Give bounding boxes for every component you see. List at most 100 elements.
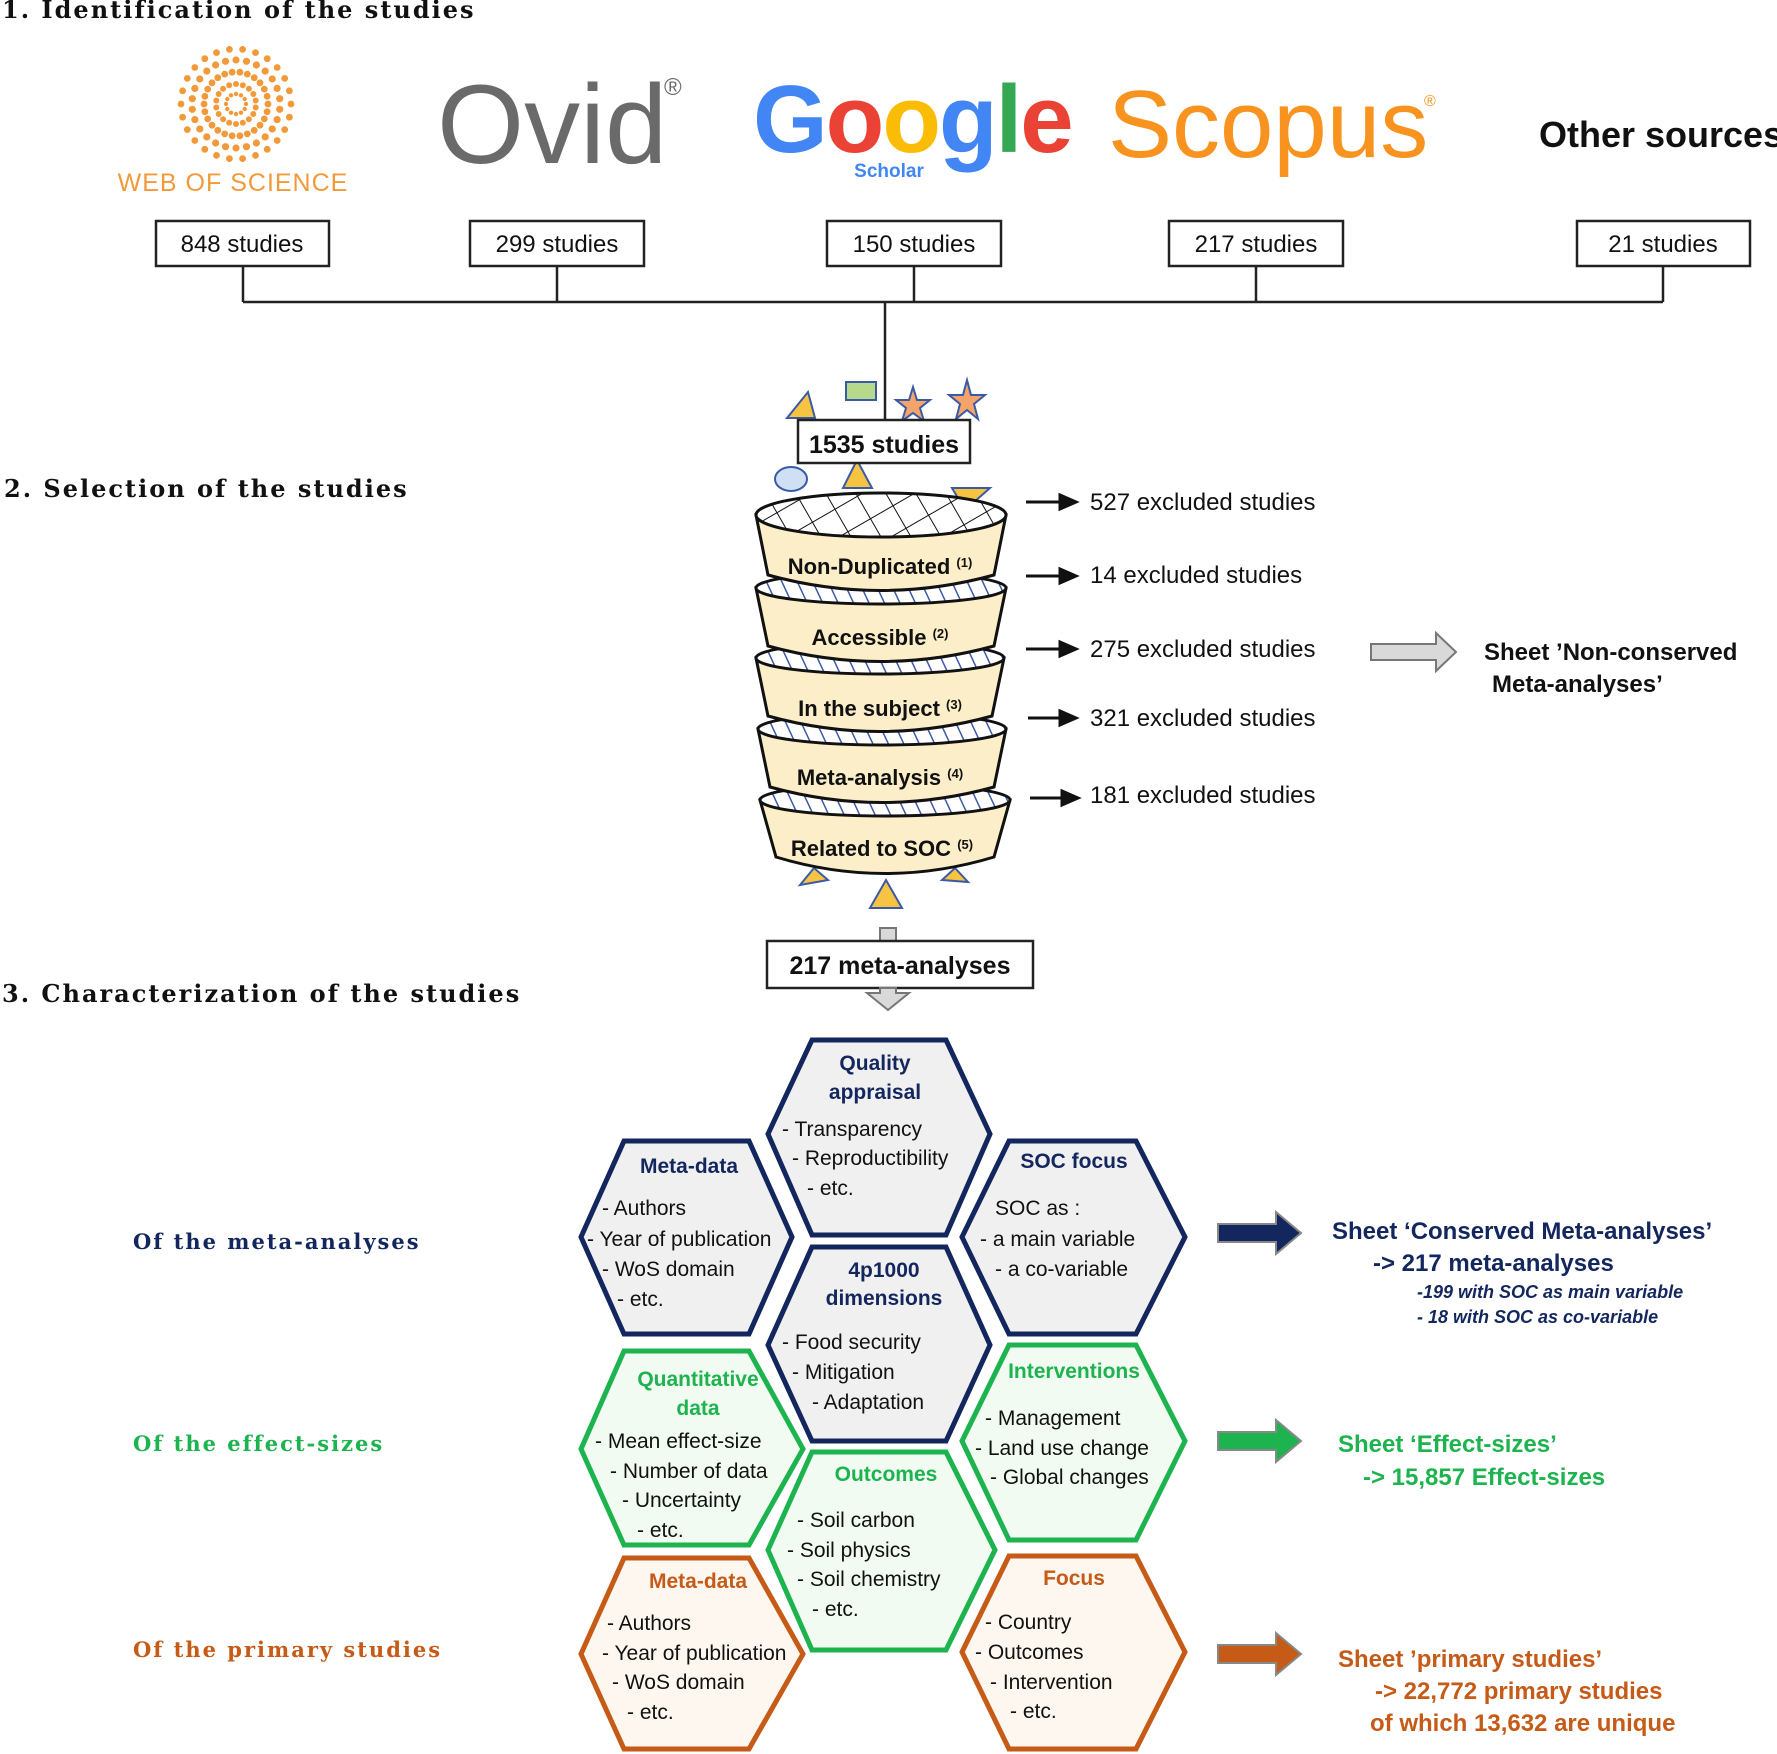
web-of-science-logo: WEB OF SCIENCE [118,46,347,197]
wos-logo-dot [220,85,227,92]
wos-logo-dot [212,139,220,147]
meta-output-line1: Sheet ‘Conserved Meta-analyses’ [1332,1218,1712,1245]
wos-logo-dot [252,139,260,147]
meta-output-line3: -199 with SOC as main variable [1417,1282,1683,1302]
wos-logo-dot [242,143,251,151]
focus-item-1: - Country [985,1611,1072,1634]
soc-title: SOC focus [1020,1150,1127,1173]
level-effect-sizes: Of the effect-sizes [133,1431,384,1456]
wos-logo-dot [261,67,269,75]
outcomes-item-2: - Soil physics [787,1539,911,1562]
sieve-layer-5 [758,798,1012,875]
scholar-label: Scholar [854,161,924,182]
wos-logo-dot [273,116,281,124]
quant-title-1: Quantitative [637,1368,758,1391]
focus-item-2: - Outcomes [975,1641,1084,1664]
wos-logo-dot [215,91,222,97]
primary-output-line2: -> 22,772 primary studies [1375,1678,1662,1705]
wos-logo-dot [233,111,239,117]
wos-logo-dot [226,119,233,126]
wos-logo-dot [223,101,229,107]
ovid-count: 299 studies [496,231,619,258]
wos-logo-dot [191,137,199,144]
wos-logo-dot [263,145,271,153]
wos-logo-dot [226,46,233,53]
meta-output-line2: -> 217 meta-analyses [1373,1250,1614,1277]
quant-item-1: - Mean effect-size [595,1430,762,1453]
interv-item-2: - Land use change [975,1437,1149,1460]
effect-output-line2: -> 15,857 Effect-sizes [1363,1464,1605,1491]
wos-logo-dot [243,130,251,138]
google-wordmark: Google [753,66,1072,173]
total-box [796,418,972,465]
nonconserved-arrow [1370,630,1458,674]
total-count: 1535 studies [809,431,959,459]
wos-logo-dot [179,113,187,121]
hex-outcomes [765,1449,998,1653]
wos-logo-dot [268,125,276,133]
wos-logo-dot [239,155,247,163]
other-sources-label: Other sources [1539,114,1777,155]
hex-primary-meta-data [578,1555,806,1752]
wos-logo-dot [276,95,284,103]
effect-output-arrow [1217,1417,1303,1465]
wos-logo-dot [250,111,257,117]
decorative-shapes [774,376,993,909]
hex-meta-data [578,1138,795,1337]
pmeta-item-2: - Year of publication [602,1642,786,1665]
wos-logo-dot [221,143,230,151]
wos-logo-dot [233,121,239,127]
interv-title: Interventions [1008,1360,1140,1383]
quant-title-2: data [676,1397,720,1420]
filter-5-label: Related to SOC (5) [791,836,973,861]
meta-output-line4: - 18 with SOC as co-variable [1417,1307,1658,1327]
wos-logo-dot [212,61,220,69]
wos-logo-dot [201,92,209,100]
hex-quantitative-data [578,1348,806,1548]
sieve-layer-3 [754,656,1006,733]
excluded-4: 321 excluded studies [1090,705,1316,732]
wos-logo-dot [286,113,293,121]
wos-logo-dot [228,93,234,98]
primary-output-arrow [1217,1630,1303,1678]
wos-logo-dot [208,121,216,129]
wos-logo-dot [191,64,199,71]
wos-logo-dot [213,152,220,159]
wos-logo-dot [243,101,249,107]
filter-2-label: Accessible (2) [812,625,949,650]
wos-logo-dot [252,61,260,69]
hex-soc-focus [959,1138,1188,1337]
scopus-registered: ® [1424,93,1436,110]
focus-item-3: - Intervention [990,1671,1113,1694]
wos-logo-dot [191,84,199,92]
focus-item-4: - etc. [1010,1700,1057,1723]
pmeta-item-3: - WoS domain [612,1671,745,1694]
wos-logo-dot [263,55,271,63]
wos-logo-dot [273,64,281,71]
excluded-5: 181 excluded studies [1090,782,1316,809]
ovid-registered: ® [664,74,682,101]
wos-logo-dot [260,85,268,93]
pmeta-title: Meta-data [649,1570,747,1593]
scopus-logo: Scopus ® [1108,71,1436,178]
wos-logo-dot [183,75,191,82]
quality-title-2: appraisal [829,1081,921,1104]
result-down-arrow [864,987,912,1012]
other-count: 21 studies [1608,231,1717,258]
source-connectors [241,266,1665,420]
wos-logo-dot [208,79,216,87]
filter-1-label: Non-Duplicated (1) [788,554,973,579]
wos-logo-dot [233,91,239,97]
wos-logo-dot [238,110,244,115]
wos-logo-dot [221,130,229,138]
section-identification: 1. Identification of the studies [2,0,476,24]
p4-item-1: - Food security [782,1331,921,1354]
wos-logo-dot [286,87,293,95]
wos-logo-dot [226,82,233,89]
wos-logo-dot [264,100,272,108]
wos-logo-dot [201,145,209,153]
wos-logo-dot [213,97,220,104]
wos-logo-dot [214,74,222,82]
wos-count-box [154,219,331,268]
